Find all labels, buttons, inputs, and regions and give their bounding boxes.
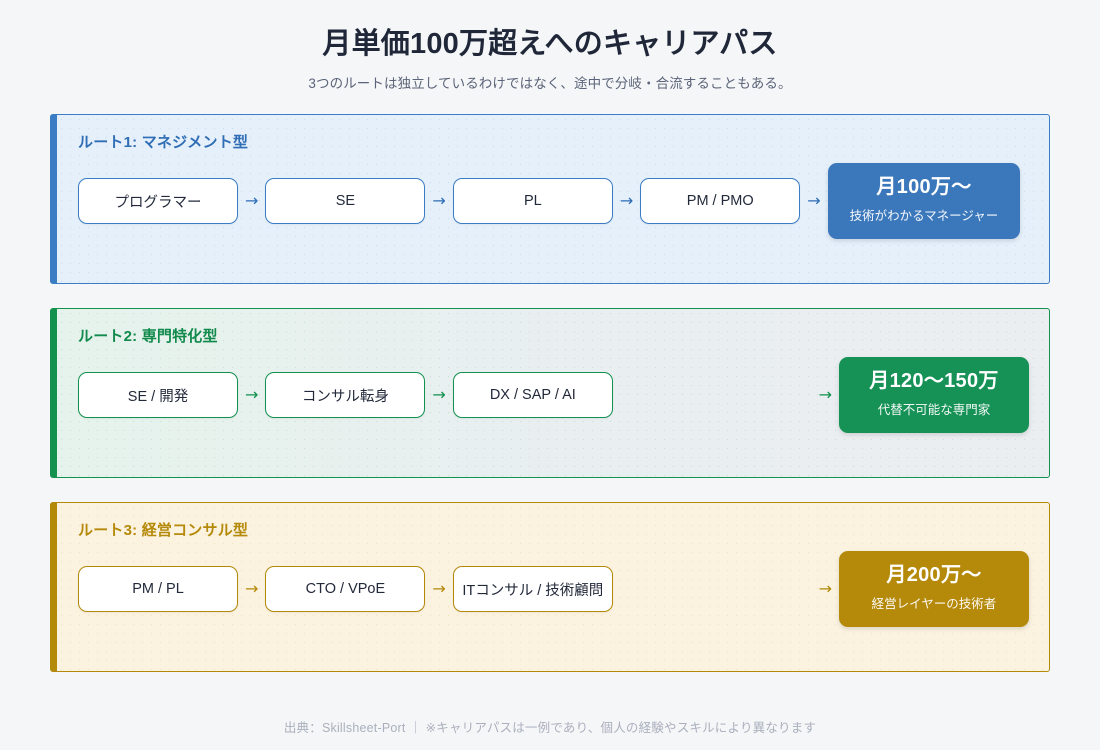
route-3-flow: PM / PL → CTO / VPoE → ITコンサル / 技術顧問 → 月… bbox=[78, 551, 1029, 628]
result-description: 経営レイヤーの技術者 bbox=[871, 597, 997, 612]
step-box[interactable]: コンサル転身 bbox=[265, 372, 426, 419]
result-description: 技術がわかるマネージャー bbox=[849, 209, 999, 224]
page-title: 月単価100万超えへのキャリアパス bbox=[322, 28, 778, 60]
route-1-label: ルート1: マネジメント型 bbox=[78, 134, 249, 152]
arrow-icon: → bbox=[245, 579, 259, 599]
result-amount: 月200万〜 bbox=[886, 564, 982, 587]
arrow-icon: → bbox=[432, 385, 446, 405]
arrow-icon: → bbox=[818, 385, 832, 405]
arrow-icon: → bbox=[432, 579, 446, 599]
step-box[interactable]: SE / 開発 bbox=[78, 372, 238, 419]
routes-container: ルート1: マネジメント型 プログラマー → SE → PL → PM / PM… bbox=[0, 114, 1100, 673]
step-box[interactable]: PM / PL bbox=[78, 566, 238, 613]
header: 月単価100万超えへのキャリアパス 3つのルートは独立しているわけではなく、途中… bbox=[0, 0, 1100, 92]
route-3-label: ルート3: 経営コンサル型 bbox=[78, 522, 249, 540]
step-box[interactable]: PM / PMO bbox=[640, 178, 801, 225]
result-amount: 月120〜150万 bbox=[869, 370, 999, 393]
step-box[interactable]: CTO / VPoE bbox=[265, 566, 426, 613]
page-subtitle: 3つのルートは独立しているわけではなく、途中で分岐・合流することもある。 bbox=[308, 76, 792, 92]
route-2-result: 月120〜150万 代替不可能な専門家 bbox=[839, 357, 1029, 434]
route-card-1: ルート1: マネジメント型 プログラマー → SE → PL → PM / PM… bbox=[50, 114, 1050, 285]
step-box[interactable]: ITコンサル / 技術顧問 bbox=[452, 566, 613, 613]
arrow-icon: → bbox=[807, 191, 821, 211]
footer-note: 出典：Skillsheet-Port ｜ ※キャリアパスは一例であり、個人の経験… bbox=[283, 721, 817, 735]
arrow-icon: → bbox=[245, 191, 259, 211]
route-card-2: ルート2: 専門特化型 SE / 開発 → コンサル転身 → DX / SAP … bbox=[50, 308, 1050, 479]
result-description: 代替不可能な専門家 bbox=[877, 403, 991, 418]
step-box[interactable]: プログラマー bbox=[78, 178, 238, 225]
step-box[interactable]: SE bbox=[265, 178, 426, 225]
route-card-3: ルート3: 経営コンサル型 PM / PL → CTO / VPoE → ITコ… bbox=[50, 502, 1050, 673]
step-box[interactable]: PL bbox=[452, 178, 613, 225]
route-2-label: ルート2: 専門特化型 bbox=[78, 328, 218, 346]
route-2-flow: SE / 開発 → コンサル転身 → DX / SAP / AI → 月120〜… bbox=[78, 357, 1029, 434]
arrow-icon: → bbox=[818, 579, 832, 599]
route-1-result: 月100万〜 技術がわかるマネージャー bbox=[827, 163, 1021, 240]
step-box[interactable]: DX / SAP / AI bbox=[452, 372, 613, 419]
route-3-result: 月200万〜 経営レイヤーの技術者 bbox=[839, 551, 1029, 628]
arrow-icon: → bbox=[245, 385, 259, 405]
arrow-icon: → bbox=[619, 191, 634, 211]
route-1-flow: プログラマー → SE → PL → PM / PMO → 月100万〜 技術が… bbox=[78, 163, 1029, 240]
arrow-icon: → bbox=[432, 191, 446, 211]
result-amount: 月100万〜 bbox=[876, 176, 972, 199]
